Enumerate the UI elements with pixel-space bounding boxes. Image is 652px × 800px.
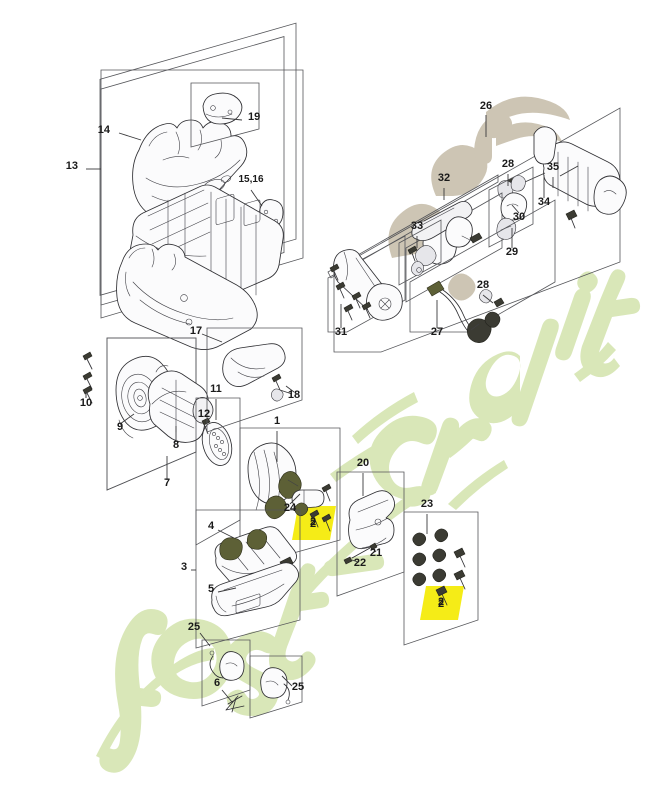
callout-number-17: 17 [190,325,202,337]
part-8-motor-cover [147,370,214,443]
callout-number-30: 30 [513,211,525,223]
callout-number-1: 1 [274,415,280,427]
callout-number-33: 33 [411,220,423,232]
callout-number-8: 8 [173,439,179,451]
callout-number-24: 24 [284,502,297,514]
screws-group-1 [294,483,332,532]
group-23-frame [403,511,479,646]
leader-lines [85,115,554,703]
callout-number-13: 13 [66,160,78,172]
callout-number-10: 10 [80,397,92,409]
callout-number-7: 7 [164,477,170,489]
callout-number-14: 14 [98,124,111,136]
callout-number-32: 32 [438,172,450,184]
part-1-motor [247,442,302,520]
highlight-box-2-lower [420,586,464,620]
screws-31 [329,263,372,321]
group-20-frame [336,471,405,597]
callout-number-31: 31 [335,326,347,338]
callout-number-9: 9 [117,421,123,433]
group-17-frame [206,327,303,433]
group-25b-frame [249,655,303,719]
callout-number-18: 18 [288,389,300,401]
highlight-label-2: 2 [438,596,444,608]
group-27-harness-frame [409,199,556,343]
part-12-rotor [201,417,233,466]
part-5-tray [211,562,299,617]
callout-number-25: 25 [292,681,304,693]
callout-number-27: 27 [431,326,443,338]
part-18-screw [271,373,293,402]
callout-number-2: 2 [438,598,444,610]
callout-number-22: 22 [354,557,366,569]
callout-number-21: 21 [370,547,382,559]
watermark-green-script [96,269,641,773]
part-10-screws [82,351,93,404]
part-19-cover [190,82,260,148]
callout-number-34: 34 [538,196,551,208]
callout-number-28: 28 [502,158,514,170]
callout-number-23: 23 [421,498,433,510]
group-32-trigger-frame [405,192,503,303]
group-31-shaft-frame [327,235,406,333]
callout-number-19: 19 [248,111,260,123]
callout-number-2: 2 [310,518,316,530]
callout-number-3: 3 [181,561,187,573]
group-33-frame [398,219,442,286]
part-21-22-pins [343,542,378,565]
callout-number-28: 28 [477,279,489,291]
group-26-frame [327,107,621,353]
callout-number-35: 35 [547,161,559,173]
fasteners-23 [412,528,466,606]
callout-number-26: 26 [480,100,492,112]
part-6-spring [225,695,245,713]
group-13-outline [100,69,304,319]
part-4-battery-pack [214,526,297,589]
callout-number-11: 11 [210,383,222,395]
callout-number-6: 6 [214,677,220,689]
callout-number-20: 20 [357,457,369,469]
callout-number-4: 4 [208,520,215,532]
callout-number-25: 25 [188,621,200,633]
callout-number-15-16: 15,16 [238,174,263,185]
highlight-label-2: 2 [310,516,316,528]
part-13-lower-shell [116,243,258,350]
group-1-frame [239,427,341,569]
callout-number-12: 12 [198,408,210,420]
group-3-frame [195,509,301,649]
callout-number-29: 29 [506,246,518,258]
callout-number-5: 5 [208,583,214,595]
